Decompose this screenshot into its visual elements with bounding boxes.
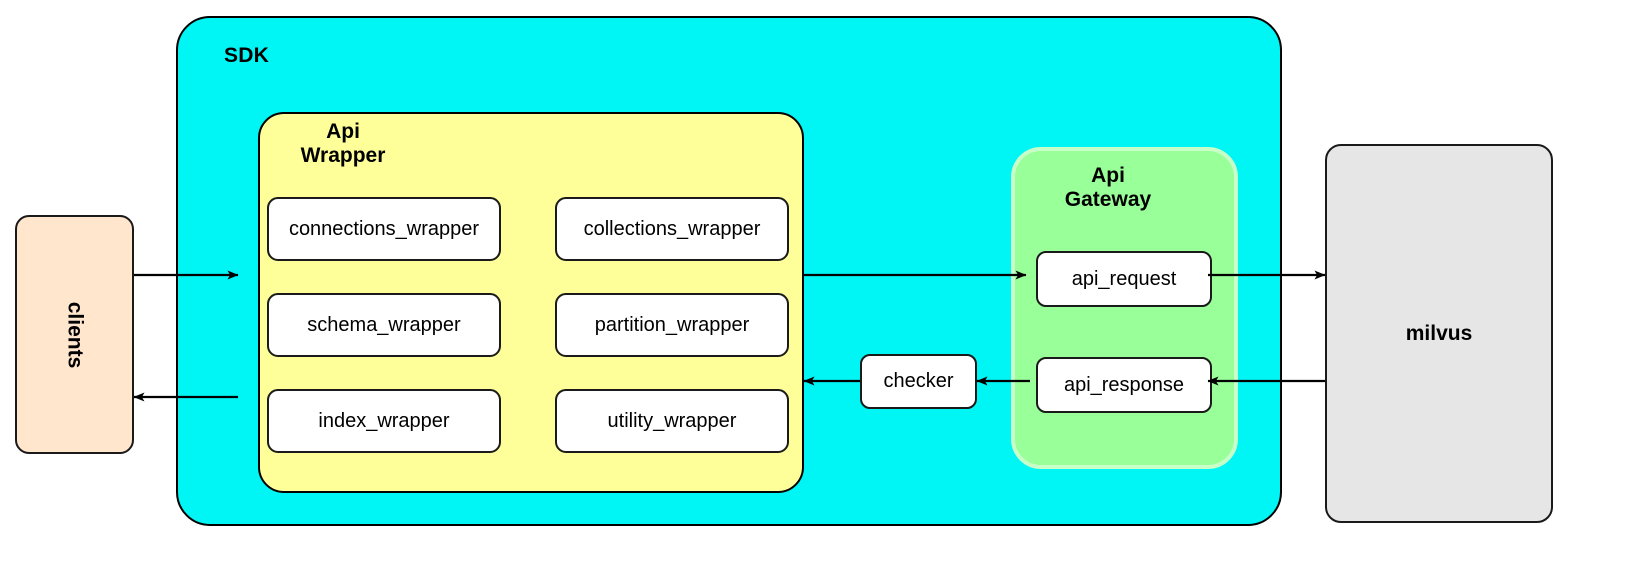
- milvus-label: milvus: [1405, 321, 1473, 345]
- schema-wrapper-box[interactable]: schema_wrapper: [267, 293, 501, 357]
- checker-label: checker: [883, 370, 954, 392]
- api-gateway-label-line2: Gateway: [1064, 187, 1152, 211]
- api-response-label: api_response: [1063, 373, 1185, 396]
- connections-wrapper-label: connections_wrapper: [288, 217, 480, 240]
- schema-wrapper-label: schema_wrapper: [307, 313, 461, 336]
- api-response-box[interactable]: api_response: [1036, 357, 1212, 413]
- api-wrapper-label-line2: Wrapper: [300, 143, 386, 167]
- partition-wrapper-label: partition_wrapper: [594, 313, 750, 336]
- api-request-label: api_request: [1071, 267, 1177, 290]
- connections-wrapper-box[interactable]: connections_wrapper: [267, 197, 501, 261]
- utility-wrapper-label: utility_wrapper: [607, 409, 737, 432]
- utility-wrapper-box[interactable]: utility_wrapper: [555, 389, 789, 453]
- api-gateway-container: Api Gateway api_request api_response: [1011, 147, 1238, 469]
- api-gateway-label: Api Gateway: [1033, 164, 1183, 211]
- milvus-box[interactable]: milvus: [1325, 144, 1553, 523]
- clients-box[interactable]: clients: [15, 215, 134, 454]
- checker-box[interactable]: checker: [860, 354, 977, 409]
- api-wrapper-label: Api Wrapper: [268, 120, 418, 167]
- clients-label: clients: [63, 301, 87, 368]
- collections-wrapper-label: collections_wrapper: [583, 217, 761, 240]
- index-wrapper-box[interactable]: index_wrapper: [267, 389, 501, 453]
- api-wrapper-label-line1: Api: [326, 120, 360, 143]
- api-request-box[interactable]: api_request: [1036, 251, 1212, 307]
- collections-wrapper-box[interactable]: collections_wrapper: [555, 197, 789, 261]
- index-wrapper-label: index_wrapper: [318, 409, 450, 432]
- api-wrapper-container: Api Wrapper connections_wrapper collecti…: [258, 112, 804, 493]
- sdk-label: SDK: [224, 44, 269, 67]
- partition-wrapper-box[interactable]: partition_wrapper: [555, 293, 789, 357]
- api-gateway-label-line1: Api: [1091, 164, 1125, 187]
